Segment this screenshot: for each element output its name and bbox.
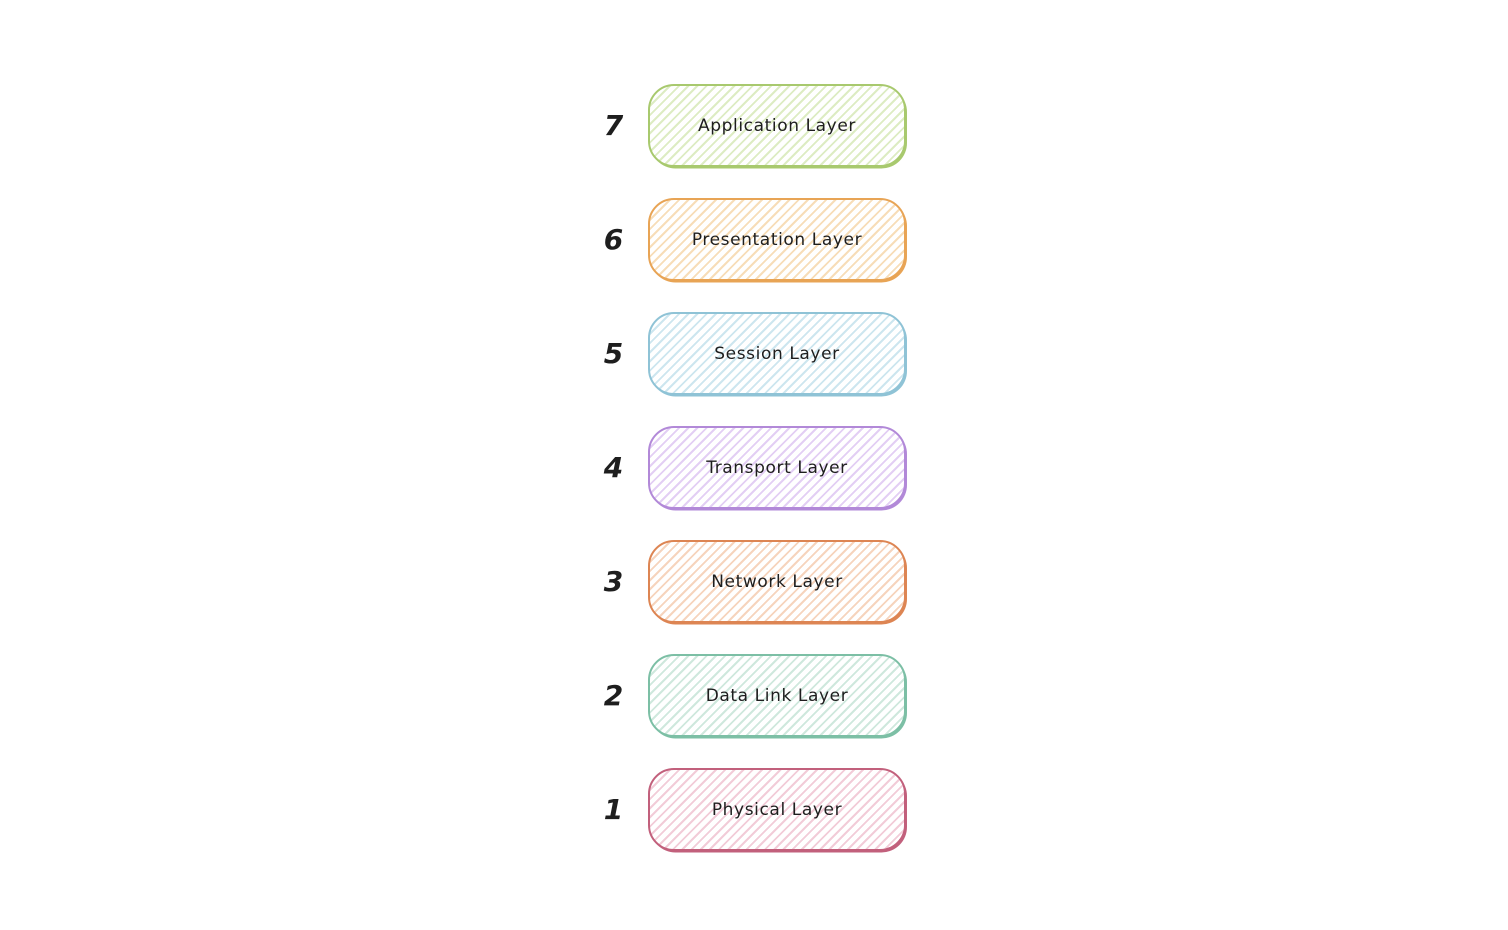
layer-label: Data Link Layer: [705, 685, 849, 706]
layer-number: 7: [603, 109, 625, 142]
layer-label: Application Layer: [698, 115, 856, 136]
layer-label: Session Layer: [714, 343, 840, 364]
layer-number: 2: [603, 679, 625, 712]
layer-row-physical: 1 Physical Layer: [592, 768, 906, 851]
layer-number: 4: [603, 451, 625, 484]
layer-box-presentation: Presentation Layer: [648, 198, 906, 281]
layer-box-session: Session Layer: [648, 312, 906, 395]
layer-number: 6: [603, 223, 625, 256]
layer-number: 1: [603, 793, 625, 826]
layer-label: Transport Layer: [706, 457, 848, 478]
layer-label: Physical Layer: [711, 799, 843, 820]
layer-row-network: 3 Network Layer: [592, 540, 906, 623]
layer-box-data-link: Data Link Layer: [648, 654, 906, 737]
layer-label: Presentation Layer: [691, 229, 863, 250]
layer-box-application: Application Layer: [648, 84, 906, 167]
osi-model-diagram: 7 Application Layer 6 Presentation Layer…: [592, 84, 906, 882]
layer-label: Network Layer: [711, 571, 843, 592]
layer-number: 5: [603, 337, 625, 370]
layer-row-session: 5 Session Layer: [592, 312, 906, 395]
layer-row-data-link: 2 Data Link Layer: [592, 654, 906, 737]
layer-box-network: Network Layer: [648, 540, 906, 623]
layer-box-physical: Physical Layer: [648, 768, 906, 851]
layer-box-transport: Transport Layer: [648, 426, 906, 509]
layer-row-transport: 4 Transport Layer: [592, 426, 906, 509]
layer-row-application: 7 Application Layer: [592, 84, 906, 167]
layer-number: 3: [603, 565, 625, 598]
layer-row-presentation: 6 Presentation Layer: [592, 198, 906, 281]
